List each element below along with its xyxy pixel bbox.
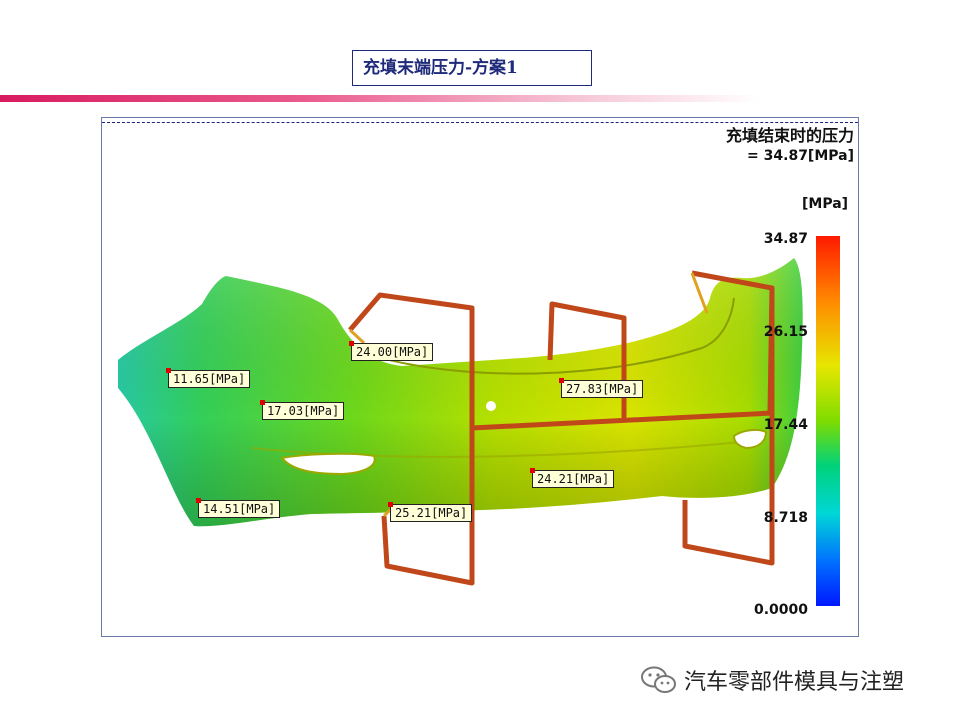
pressure-probe-label: 24.21[MPa]	[529, 468, 615, 488]
pressure-probe-label: 17.03[MPa]	[259, 400, 345, 420]
slide-title: 充填末端压力-方案1	[352, 50, 592, 86]
pressure-probe-label: 24.00[MPa]	[348, 341, 434, 361]
colorbar-tick-min: 0.0000	[753, 602, 808, 618]
result-viewport[interactable]: 充填结束时的压力 = 34.87[MPa] [MPa] 34.87 26.15 …	[101, 117, 859, 637]
pressure-probe-label: 14.51[MPa]	[195, 498, 281, 518]
result-max-value: = 34.87[MPa]	[747, 148, 854, 164]
dashed-border-line	[102, 122, 858, 123]
colorbar-tick-3: 26.15	[763, 324, 808, 340]
watermark: 汽车零部件模具与注塑	[640, 664, 904, 696]
wechat-icon	[641, 666, 676, 693]
colorbar-tick-max: 34.87	[763, 231, 808, 247]
result-title: 充填结束时的压力	[725, 126, 854, 145]
colorbar-unit: [MPa]	[802, 196, 849, 212]
runner-system	[348, 270, 775, 586]
colorbar-tick-2: 17.44	[763, 417, 808, 433]
colorbar-tick-1: 8.718	[763, 510, 808, 526]
pressure-probe-label: 11.65[MPa]	[165, 368, 251, 388]
bumper-model	[118, 258, 803, 586]
accent-bar	[0, 95, 760, 102]
pressure-probe-label: 25.21[MPa]	[387, 502, 473, 522]
pressure-probe-label: 27.83[MPa]	[558, 378, 644, 398]
bumper-groove	[251, 439, 763, 458]
left-reflector	[280, 452, 376, 476]
bumper-ledge	[351, 297, 735, 375]
watermark-text: 汽车零部件模具与注塑	[684, 670, 905, 695]
right-reflector	[732, 428, 768, 450]
color-scale-bar	[816, 236, 840, 606]
